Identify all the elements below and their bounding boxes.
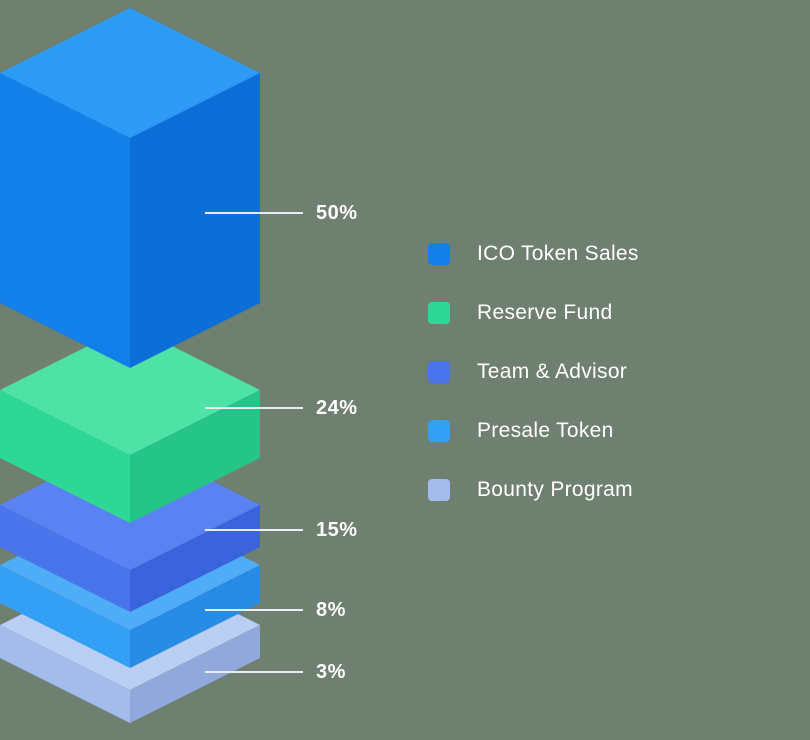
- cube-right-face: [130, 73, 260, 368]
- legend-label: ICO Token Sales: [477, 242, 639, 265]
- legend-item-ico-token-sales: ICO Token Sales: [428, 242, 639, 266]
- cube-right-face: [130, 390, 260, 523]
- cube-left-face: [0, 505, 130, 612]
- legend-swatch-icon: [428, 479, 450, 501]
- cube-left-face: [0, 565, 130, 668]
- cube-right-face: [130, 625, 260, 723]
- legend-item-reserve-fund: Reserve Fund: [428, 301, 639, 325]
- legend-swatch-icon: [428, 361, 450, 383]
- cube-right-face: [130, 565, 260, 668]
- chart-svg: [0, 8, 303, 723]
- legend-swatch-icon: [428, 420, 450, 442]
- legend-swatch-icon: [428, 302, 450, 324]
- cube-right-face: [130, 505, 260, 612]
- legend-label: Reserve Fund: [477, 301, 613, 324]
- legend-item-presale-token: Presale Token: [428, 419, 639, 443]
- legend-swatch-icon: [428, 243, 450, 265]
- legend-item-team-advisor: Team & Advisor: [428, 360, 639, 384]
- legend-label: Team & Advisor: [477, 360, 628, 383]
- segment-ico-token-sales: [0, 8, 260, 368]
- cube-left-face: [0, 625, 130, 723]
- segment-value-label: 15%: [316, 519, 358, 541]
- segment-value-label: 24%: [316, 397, 358, 419]
- legend-item-bounty-program: Bounty Program: [428, 478, 639, 502]
- cube-left-face: [0, 390, 130, 523]
- segment-reserve-fund: [0, 325, 260, 523]
- legend-label: Bounty Program: [477, 478, 633, 501]
- cube-left-face: [0, 73, 130, 368]
- segment-value-label: 8%: [316, 599, 346, 621]
- legend: ICO Token Sales Reserve Fund Team & Advi…: [428, 242, 639, 502]
- segment-value-label: 3%: [316, 661, 346, 683]
- legend-label: Presale Token: [477, 419, 614, 442]
- segment-value-label: 50%: [316, 202, 358, 224]
